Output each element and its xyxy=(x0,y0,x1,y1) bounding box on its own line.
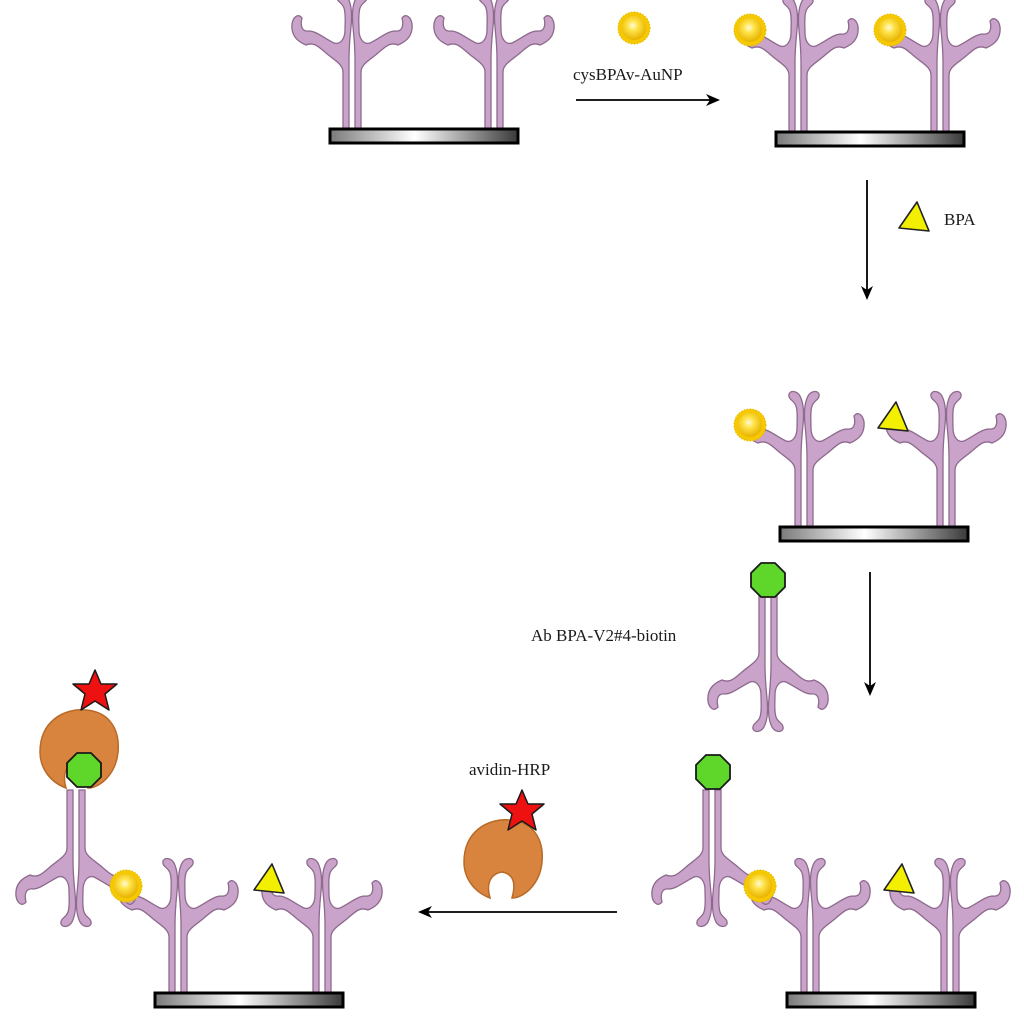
hrp-star-icon xyxy=(72,669,118,711)
bpa-triangle-icon xyxy=(898,201,930,232)
detection-antibody xyxy=(651,789,773,928)
bpa-triangle-icon xyxy=(883,863,915,894)
detection-antibody-free xyxy=(707,562,829,733)
sensor-plate xyxy=(774,130,966,148)
nanoparticle-icon xyxy=(743,869,777,903)
avidin-hrp-icon xyxy=(463,789,545,899)
label-bpa: BPA xyxy=(944,210,976,229)
detection-antibody xyxy=(15,789,137,928)
biotin-octagon-icon xyxy=(66,752,102,788)
capture-antibody xyxy=(261,857,383,996)
label-cysbpav-aunp: cysBPAv-AuNP xyxy=(573,65,683,84)
nanoparticle-icon xyxy=(733,408,767,442)
nanoparticle-icon xyxy=(733,13,767,47)
sensor-plate xyxy=(778,525,970,543)
panel-coated-surface xyxy=(291,0,555,145)
sensor-plate xyxy=(153,991,345,1009)
nanoparticle-icon xyxy=(873,13,907,47)
capture-antibody xyxy=(743,390,865,529)
capture-antibody xyxy=(433,0,555,131)
nanoparticle-icon xyxy=(109,869,143,903)
panel-final-complex xyxy=(15,669,383,1009)
panel-aunp-bound xyxy=(733,0,1001,148)
panel-detection-bound xyxy=(651,754,1011,1009)
panel-competition xyxy=(733,390,1007,543)
capture-antibody xyxy=(885,390,1007,529)
bpa-triangle-icon xyxy=(877,401,909,432)
biotin-octagon-icon xyxy=(695,754,731,790)
capture-antibody xyxy=(291,0,413,131)
label-avidin-hrp: avidin-HRP xyxy=(469,760,550,779)
sensor-plate xyxy=(785,991,977,1009)
label-ab-bpa-v2-biotin: Ab BPA-V2#4-biotin xyxy=(531,626,677,645)
nanoparticle-icon xyxy=(617,11,651,45)
biotin-octagon-icon xyxy=(750,562,786,598)
detection-antibody xyxy=(707,594,829,733)
sensor-plate xyxy=(328,127,520,145)
bpa-triangle-icon xyxy=(253,863,285,894)
